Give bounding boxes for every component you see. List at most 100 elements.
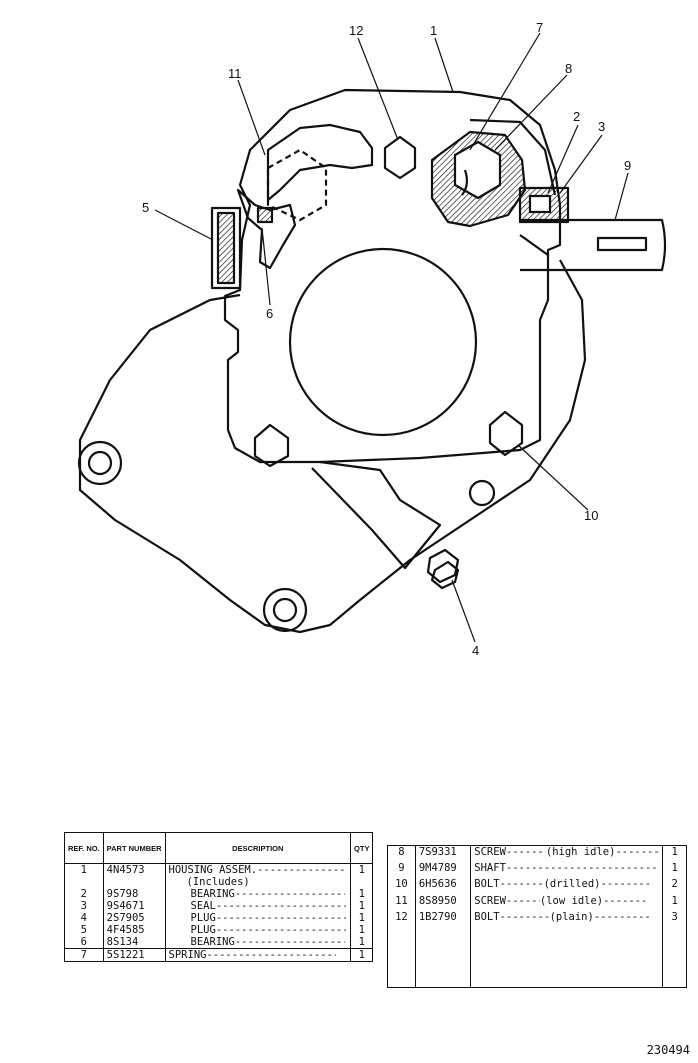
part-cell: 6H5636 (415, 878, 472, 895)
part-cell: 9S4671 (103, 900, 166, 912)
callout-1: 1 (430, 23, 437, 38)
gasket-hole-left (77, 440, 123, 486)
table-row: 4 2S7905 PLUG-------------------------- … (64, 912, 373, 924)
plug-5 (210, 206, 242, 290)
qty-cell: 2 (671, 878, 678, 891)
desc-text: SCREW (474, 894, 506, 907)
drain-arm (311, 460, 442, 570)
qty-cell: 3 (671, 910, 678, 923)
table-row: 5 4F4585 PLUG-------------------------- … (64, 924, 373, 936)
desc-cell: SEAL-------------------------- (165, 900, 352, 912)
desc-cell: BOLT----------(drilled)----------- (470, 878, 664, 895)
desc-text: PLUG (190, 912, 216, 924)
desc-note: (plain) (549, 910, 594, 923)
qty-cell: 1 (358, 912, 365, 924)
callout-4: 4 (472, 643, 479, 658)
callout-10: 10 (584, 508, 598, 523)
desc-text: BOLT (474, 910, 500, 923)
header-qty: QTY (350, 832, 374, 864)
desc-cell: SCREW---------(high idle)---------- (470, 845, 664, 863)
ref-cell: 2 (64, 888, 104, 900)
callout-8: 8 (565, 61, 572, 76)
table-row: 7 5S1221 SPRING-------------------------… (64, 948, 373, 962)
gasket-hole-bottom (262, 587, 308, 633)
exploded-parts-drawing: 1 2 3 4 5 6 7 8 9 10 11 12 (77, 20, 667, 658)
desc-cell: BEARING---------------------- (165, 888, 352, 900)
desc-text: HOUSING ASSEM. (168, 864, 258, 876)
desc-cell: BOLT-----------(plain)------------- (470, 910, 664, 927)
ref-cell: 4 (64, 912, 104, 924)
bolt-hex-11 (266, 148, 328, 222)
callout-2: 2 (573, 109, 580, 124)
ref-cell: 1 (64, 863, 104, 876)
desc-cell: BEARING---------------------- (165, 936, 352, 949)
desc-cell: SCREW--------(low idle)---------- (470, 894, 664, 911)
callout-3: 3 (598, 119, 605, 134)
table-row: 3 9S4671 SEAL-------------------------- … (64, 900, 373, 912)
table-row: 1 4N4573 HOUSING ASSEM.-----------------… (64, 863, 373, 876)
part-cell (103, 876, 166, 888)
desc-cell: PLUG-------------------------- (165, 924, 352, 936)
shaft-keyway (596, 236, 648, 252)
desc-note: (drilled) (543, 878, 601, 891)
qty-cell: 1 (358, 936, 365, 948)
ref-cell: 12 (387, 910, 416, 927)
callout-11: 11 (228, 66, 242, 81)
ref-cell: 5 (64, 924, 104, 936)
part-cell: 9M4789 (415, 862, 472, 879)
desc-text: PLUG (190, 924, 216, 936)
table-row: (Includes) (64, 876, 373, 888)
ref-cell: 6 (64, 936, 104, 949)
housing-body (223, 88, 562, 464)
parts-table-left: REF. NO. PART NUMBER DESCRIPTION QTY 1 4… (64, 832, 374, 962)
part-cell: 9S798 (103, 888, 166, 900)
callout-9: 9 (624, 158, 631, 173)
desc-text: SCREW (474, 846, 506, 858)
desc-text: (Includes) (186, 876, 250, 888)
gasket-outline (78, 259, 587, 634)
header-part-number: PART NUMBER (102, 832, 166, 864)
qty-cell: 1 (358, 888, 365, 900)
desc-text: SHAFT (474, 862, 506, 875)
drawing-number: 230494 (646, 1043, 690, 1057)
part-cell: 2S7905 (103, 912, 166, 924)
callout-7: 7 (536, 20, 543, 35)
desc-cell: HOUSING ASSEM.------------------ (165, 863, 352, 876)
table-row: 10 6H5636 BOLT----------(drilled)-------… (387, 878, 687, 895)
desc-cell: PLUG-------------------------- (165, 912, 352, 924)
ref-cell: 10 (387, 878, 416, 895)
callout-6: 6 (266, 306, 273, 321)
part-cell: 8S8950 (415, 894, 472, 911)
ref-cell: 9 (387, 862, 416, 879)
callout-5: 5 (142, 200, 149, 215)
desc-text: BEARING (190, 936, 235, 948)
callout-12: 12 (349, 23, 363, 38)
table-row: 12 1B2790 BOLT-----------(plain)--------… (387, 910, 687, 927)
bearing-6 (256, 206, 274, 224)
desc-note: (high idle) (545, 846, 616, 858)
qty-cell: 1 (358, 924, 365, 936)
part-cell: 1B2790 (415, 910, 472, 927)
part-cell: 4F4585 (103, 924, 166, 936)
table-row: 8 7S9331 SCREW---------(high idle)------… (387, 845, 687, 863)
parts-table-right: 8 7S9331 SCREW---------(high idle)------… (387, 845, 687, 988)
qty-cell: 1 (358, 900, 365, 912)
qty-cell: 1 (671, 894, 678, 907)
ref-cell: 7 (64, 948, 104, 962)
qty-cell (351, 876, 373, 888)
table-row: 11 8S8950 SCREW--------(low idle)-------… (387, 894, 687, 911)
desc-cell: (Includes) (165, 876, 352, 888)
qty-cell: 1 (671, 846, 678, 858)
center-bore (288, 247, 478, 437)
desc-text: SEAL (190, 900, 216, 912)
header-description: DESCRIPTION (164, 832, 352, 864)
shaft-9 (520, 218, 667, 272)
header-ref-no: REF. NO. (64, 832, 104, 864)
part-cell: 5S1221 (103, 948, 166, 962)
screw-8 (453, 140, 502, 200)
qty-cell: 1 (358, 864, 365, 876)
ref-cell: 11 (387, 894, 416, 911)
bolt-hex-left (253, 423, 290, 468)
qty-cell: 1 (358, 949, 365, 961)
desc-text: BEARING (190, 888, 235, 900)
